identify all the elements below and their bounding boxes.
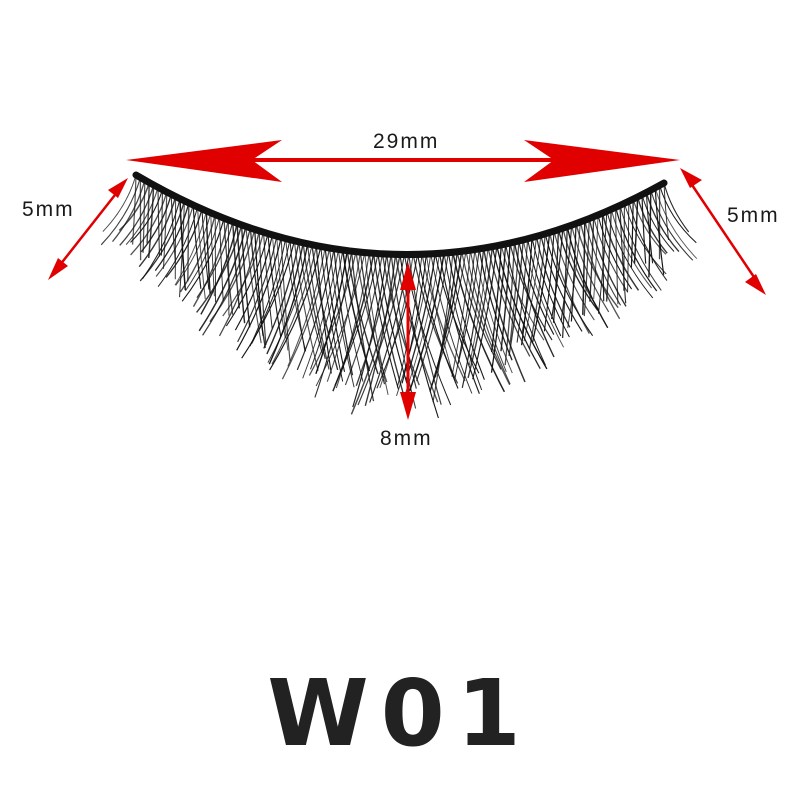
right-length-label: 5mm bbox=[727, 204, 780, 228]
right-length-arrow bbox=[680, 168, 766, 295]
lash-hair bbox=[624, 203, 625, 290]
width-label: 29mm bbox=[373, 130, 439, 154]
left-length-arrow bbox=[48, 178, 128, 280]
center-length-label: 8mm bbox=[380, 427, 433, 451]
product-code: W01 bbox=[0, 660, 800, 767]
lash-hair bbox=[143, 180, 145, 253]
lash-hair bbox=[594, 215, 598, 299]
lash-hair bbox=[620, 205, 626, 303]
center-length-arrow bbox=[400, 262, 416, 420]
left-length-label: 5mm bbox=[22, 198, 75, 222]
lash-hair bbox=[631, 199, 633, 267]
lash-hair bbox=[664, 183, 689, 232]
